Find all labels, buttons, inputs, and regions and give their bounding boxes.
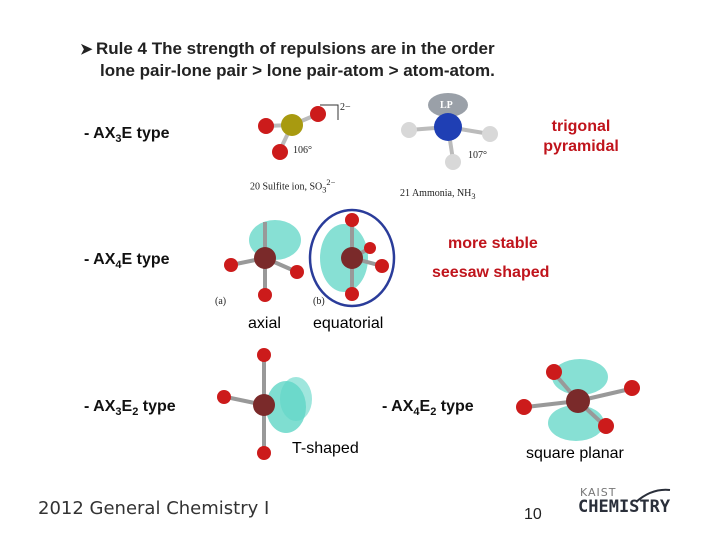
rule-line-2: lone pair-lone pair > lone pair-atom > a… <box>100 61 495 80</box>
ammonia-caption: 21 Ammonia, NH3 <box>400 188 476 201</box>
rule-line-1: Rule 4 The strength of repulsions are in… <box>96 39 495 58</box>
axial-label: axial <box>248 315 281 332</box>
arrow-bullet-icon: ➤ <box>80 41 93 58</box>
ammonia-angle: 107° <box>468 150 487 161</box>
sulfite-caption: 20 Sulfite ion, SO32− <box>250 178 336 195</box>
ax3e2-type-label: - AX3E2 type <box>84 398 176 419</box>
logo-swoosh-icon <box>635 488 671 503</box>
square-planar-label: square planar <box>526 445 624 462</box>
course-footer: 2012 General Chemistry I <box>38 498 270 519</box>
t-shaped-label: T-shaped <box>292 440 359 457</box>
trigonal-pyramidal-label: trigonal pyramidal <box>543 118 619 155</box>
rule-text: ➤Rule 4 The strength of repulsions are i… <box>80 38 495 81</box>
ammonia-model <box>401 93 498 170</box>
ax4e-type-label: - AX4E type <box>84 251 170 272</box>
seesaw-equatorial-model <box>308 208 396 308</box>
kaist-chemistry-logo: KAIST CHEMISTRY <box>578 486 671 517</box>
figure-a-label: (a) <box>215 296 227 307</box>
figure-b-label: (b) <box>313 296 325 307</box>
ax3e-type-label: - AX3E type <box>84 125 170 146</box>
sulfite-angle: 106° <box>293 145 312 156</box>
seesaw-axial-model <box>224 220 304 302</box>
highlight-circle <box>308 208 396 308</box>
page-number: 10 <box>524 506 542 523</box>
ax4e2-type-label: - AX4E2 type <box>382 398 474 419</box>
lone-pair-label: LP <box>440 100 453 111</box>
t-shaped-model <box>217 348 312 460</box>
sulfite-charge: 2− <box>340 102 351 113</box>
seesaw-shaped-label: seesaw shaped <box>432 264 550 281</box>
more-stable-label: more stable <box>448 235 538 252</box>
sulfite-ion-model <box>258 104 339 160</box>
equatorial-label: equatorial <box>313 315 384 332</box>
square-planar-model <box>516 359 640 441</box>
